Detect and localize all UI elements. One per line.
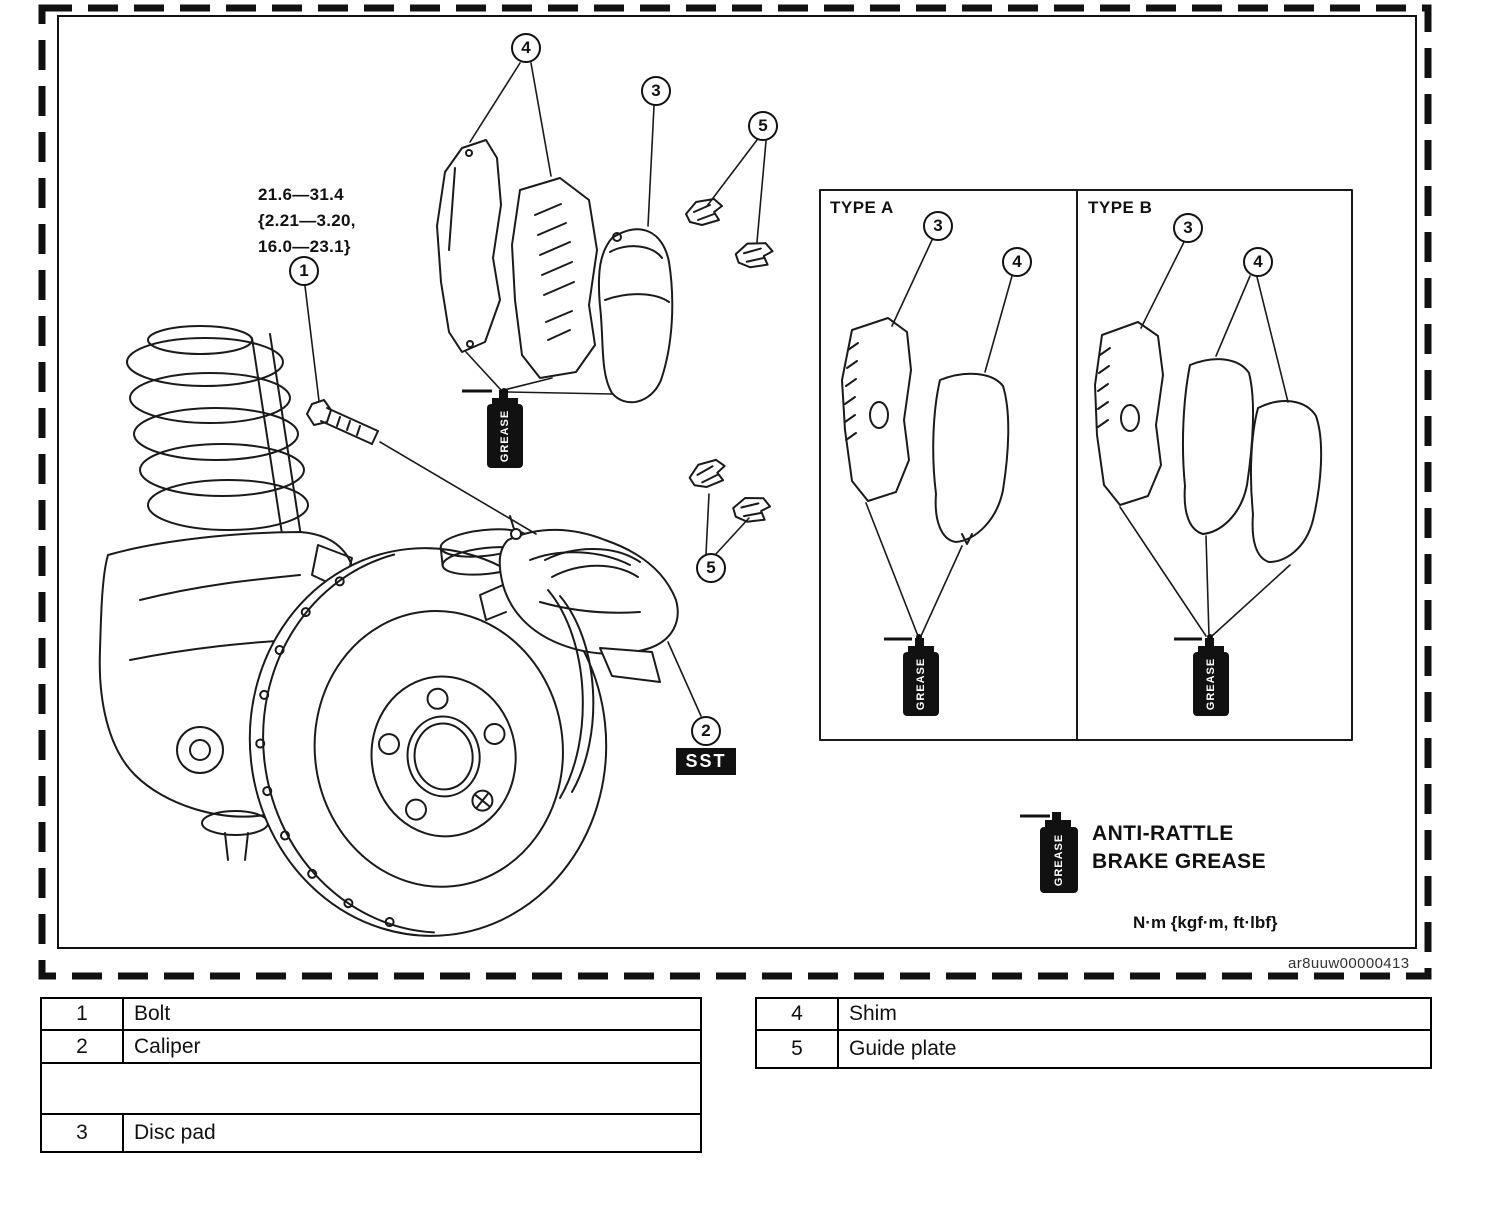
torque-spec-line2: {2.21—3.20, — [258, 211, 356, 230]
callout-shim-type-a: 4 — [1002, 247, 1032, 277]
legend-label: Shim — [849, 1002, 897, 1025]
type-b-pad-art — [1094, 321, 1164, 506]
callout-shim-main: 4 — [511, 33, 541, 63]
grease-can-type-b: GREASE — [1174, 637, 1229, 716]
leader-lines — [304, 62, 767, 717]
callout-disc-pad-type-b: 3 — [1173, 213, 1203, 243]
diagram-art: GREASE — [38, 4, 1432, 980]
legend-num: 4 — [757, 999, 839, 1029]
legend-num: 2 — [42, 1031, 124, 1062]
legend-row-shim: 4 Shim — [757, 999, 1430, 1031]
dust-shield-art — [547, 589, 595, 799]
legend-table-left: 1 Bolt 2 Caliper 3 Disc pad — [40, 997, 702, 1153]
callout-guide-plate-mid: 5 — [696, 553, 726, 583]
type-a-label: TYPE A — [830, 198, 894, 217]
units-note: N·m {kgf·m, ft·lbf} — [1133, 913, 1278, 932]
grease-can-text: GREASE — [1053, 834, 1065, 886]
legend-row-bolt: 1 Bolt — [42, 999, 700, 1031]
legend-label: Disc pad — [134, 1121, 216, 1144]
callout-disc-pad-type-a: 3 — [923, 211, 953, 241]
guide-plate-clips-art — [685, 198, 775, 527]
grease-can-main: GREASE — [462, 389, 523, 468]
grease-can-text: GREASE — [915, 658, 927, 710]
legend-label: Caliper — [134, 1034, 201, 1058]
legend-row-empty — [42, 1064, 700, 1115]
grease-can-text: GREASE — [499, 410, 511, 462]
leader-dots — [501, 388, 1213, 640]
shim-plain-art — [436, 139, 502, 353]
type-a-leaders — [865, 239, 1013, 637]
callout-bolt: 1 — [289, 256, 319, 286]
inner-border — [57, 15, 1417, 949]
callout-disc-pad-main: 3 — [641, 76, 671, 106]
grease-can-anti-rattle: GREASE — [1020, 812, 1078, 893]
disc-pad-art — [597, 228, 674, 404]
anti-rattle-label-line2: BRAKE GREASE — [1092, 850, 1266, 873]
type-a-pad-art — [841, 317, 912, 502]
legend-row-caliper: 2 Caliper — [42, 1031, 700, 1064]
legend-table-right: 4 Shim 5 Guide plate — [755, 997, 1432, 1069]
torque-spec-line3: 16.0—23.1} — [258, 237, 351, 256]
grease-can-text: GREASE — [1205, 658, 1217, 710]
legend-num: 5 — [757, 1031, 839, 1067]
type-b-shim1-art — [1181, 358, 1255, 535]
figure-code: ar8uuw00000413 — [1288, 955, 1410, 972]
type-b-leaders — [1119, 241, 1291, 637]
type-b-shim2-art — [1249, 400, 1323, 563]
callout-guide-plate-top: 5 — [748, 111, 778, 141]
torque-spec-line1: 21.6—31.4 — [258, 185, 344, 204]
brake-disc-art — [248, 528, 608, 937]
type-panels-frame — [819, 189, 1353, 741]
legend-row-disc-pad: 3 Disc pad — [42, 1115, 700, 1151]
callout-shim-type-b: 4 — [1243, 247, 1273, 277]
anti-rattle-label-line1: ANTI-RATTLE — [1092, 822, 1234, 845]
legend-label: Bolt — [134, 1002, 171, 1025]
grease-can-type-a: GREASE — [884, 637, 939, 716]
shim-slotted-art — [511, 177, 598, 379]
type-a-shim-art — [932, 372, 1010, 545]
type-b-label: TYPE B — [1088, 198, 1153, 217]
anti-rattle-label: ANTI-RATTLE BRAKE GREASE — [1092, 820, 1266, 876]
legend-label: Guide plate — [849, 1037, 957, 1060]
legend-num: 3 — [42, 1115, 124, 1151]
caliper-art — [479, 515, 679, 683]
outer-dashed-border — [38, 4, 1432, 980]
rim-holes — [255, 576, 395, 927]
sst-badge: SST — [676, 748, 736, 775]
bolt-art — [306, 399, 379, 445]
torque-spec: 21.6—31.4 {2.21—3.20, 16.0—23.1} — [258, 182, 356, 260]
callout-caliper: 2 — [691, 716, 721, 746]
legend-row-guide-plate: 5 Guide plate — [757, 1031, 1430, 1067]
legend-num: 1 — [42, 999, 124, 1029]
